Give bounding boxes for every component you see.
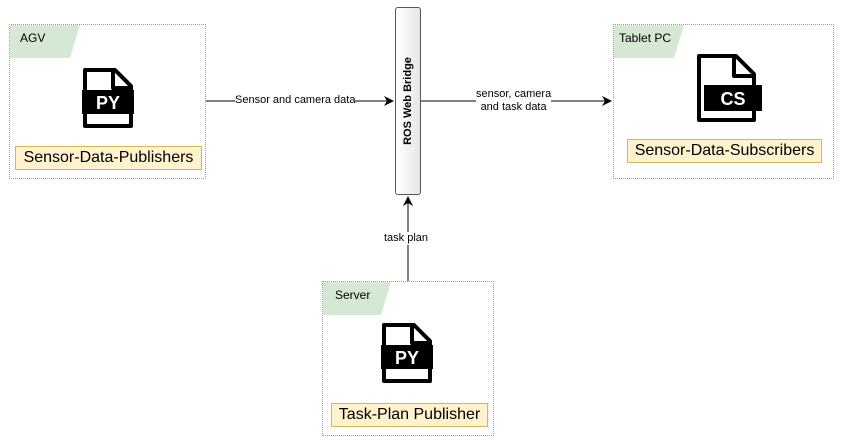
tablet-tag-shape: [614, 25, 684, 58]
svg-text:PY: PY: [395, 348, 419, 368]
tablet-tag: Tablet PC: [619, 31, 672, 45]
server-label: Task-Plan Publisher: [331, 403, 488, 427]
svg-text:CS: CS: [720, 89, 745, 109]
edge-label-line1: sensor, camera: [476, 88, 552, 100]
edge-label-bridge-to-tablet: sensor, camera and task data: [476, 88, 552, 114]
edge-label-agv-to-bridge: Sensor and camera data: [235, 94, 356, 107]
csharp-file-icon: CS: [697, 54, 762, 122]
edge-label-line2: and task data: [480, 101, 547, 113]
python-file-icon: PY: [381, 323, 433, 383]
server-group: Server PY Task-Plan Publisher: [322, 281, 494, 436]
python-file-icon: PY: [82, 68, 134, 128]
ros-web-bridge: ROS Web Bridge: [395, 7, 421, 195]
server-tag: Server: [335, 288, 371, 302]
agv-tag: AGV: [20, 31, 46, 45]
agv-group: AGV PY Sensor-Data-Publishers: [9, 24, 206, 179]
server-tag-shape: [323, 282, 391, 315]
svg-text:PY: PY: [96, 93, 120, 113]
tablet-label: Sensor-Data-Subscribers: [627, 139, 822, 163]
agv-tag-shape: [10, 25, 80, 58]
bridge-label: ROS Web Bridge: [402, 57, 414, 145]
agv-label: Sensor-Data-Publishers: [15, 146, 202, 170]
edge-label-server-to-bridge: task plan: [384, 232, 429, 245]
tablet-group: Tablet PC CS Sensor-Data-Subscribers: [613, 24, 834, 179]
